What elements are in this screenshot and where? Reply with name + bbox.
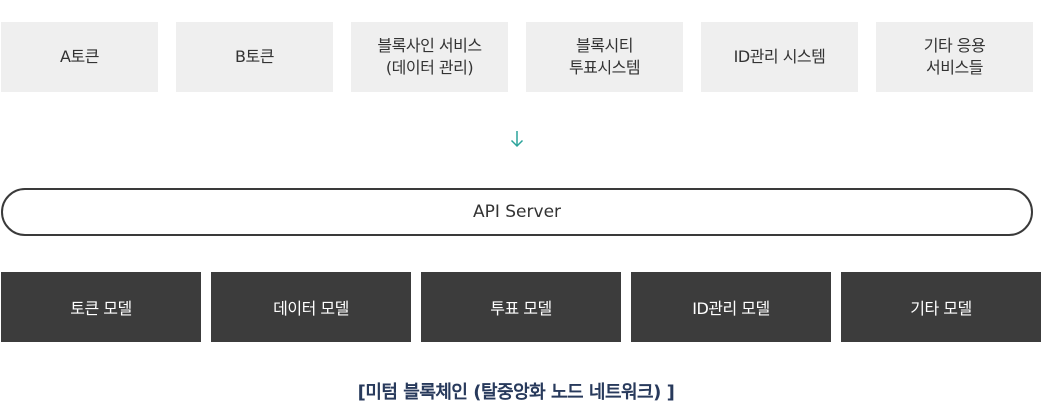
model-box-id-management: ID관리 모델 bbox=[631, 272, 831, 342]
service-box-b-token: B토큰 bbox=[176, 22, 333, 92]
api-server-box: API Server bbox=[1, 188, 1033, 236]
models-row: 토큰 모델 데이터 모델 투표 모델 ID관리 모델 기타 모델 bbox=[1, 272, 1041, 342]
service-box-blocksign: 블록사인 서비스 (데이터 관리) bbox=[351, 22, 508, 92]
service-box-blockcity-voting: 블록시티 투표시스템 bbox=[526, 22, 683, 92]
model-box-other: 기타 모델 bbox=[841, 272, 1041, 342]
service-box-other-apps: 기타 응용 서비스들 bbox=[876, 22, 1033, 92]
diagram-caption: [미텀 블록체인 (탈중앙화 노드 네트워크) ] bbox=[357, 382, 675, 403]
arrow-down-icon-svg bbox=[510, 131, 524, 148]
service-box-id-management: ID관리 시스템 bbox=[701, 22, 858, 92]
model-box-data: 데이터 모델 bbox=[211, 272, 411, 342]
services-row: A토큰 B토큰 블록사인 서비스 (데이터 관리) 블록시티 투표시스템 ID관… bbox=[1, 22, 1033, 92]
arrow-down-icon bbox=[507, 128, 527, 150]
api-server-label: API Server bbox=[472, 202, 562, 222]
model-box-token: 토큰 모델 bbox=[1, 272, 201, 342]
service-box-a-token: A토큰 bbox=[1, 22, 158, 92]
model-box-voting: 투표 모델 bbox=[421, 272, 621, 342]
